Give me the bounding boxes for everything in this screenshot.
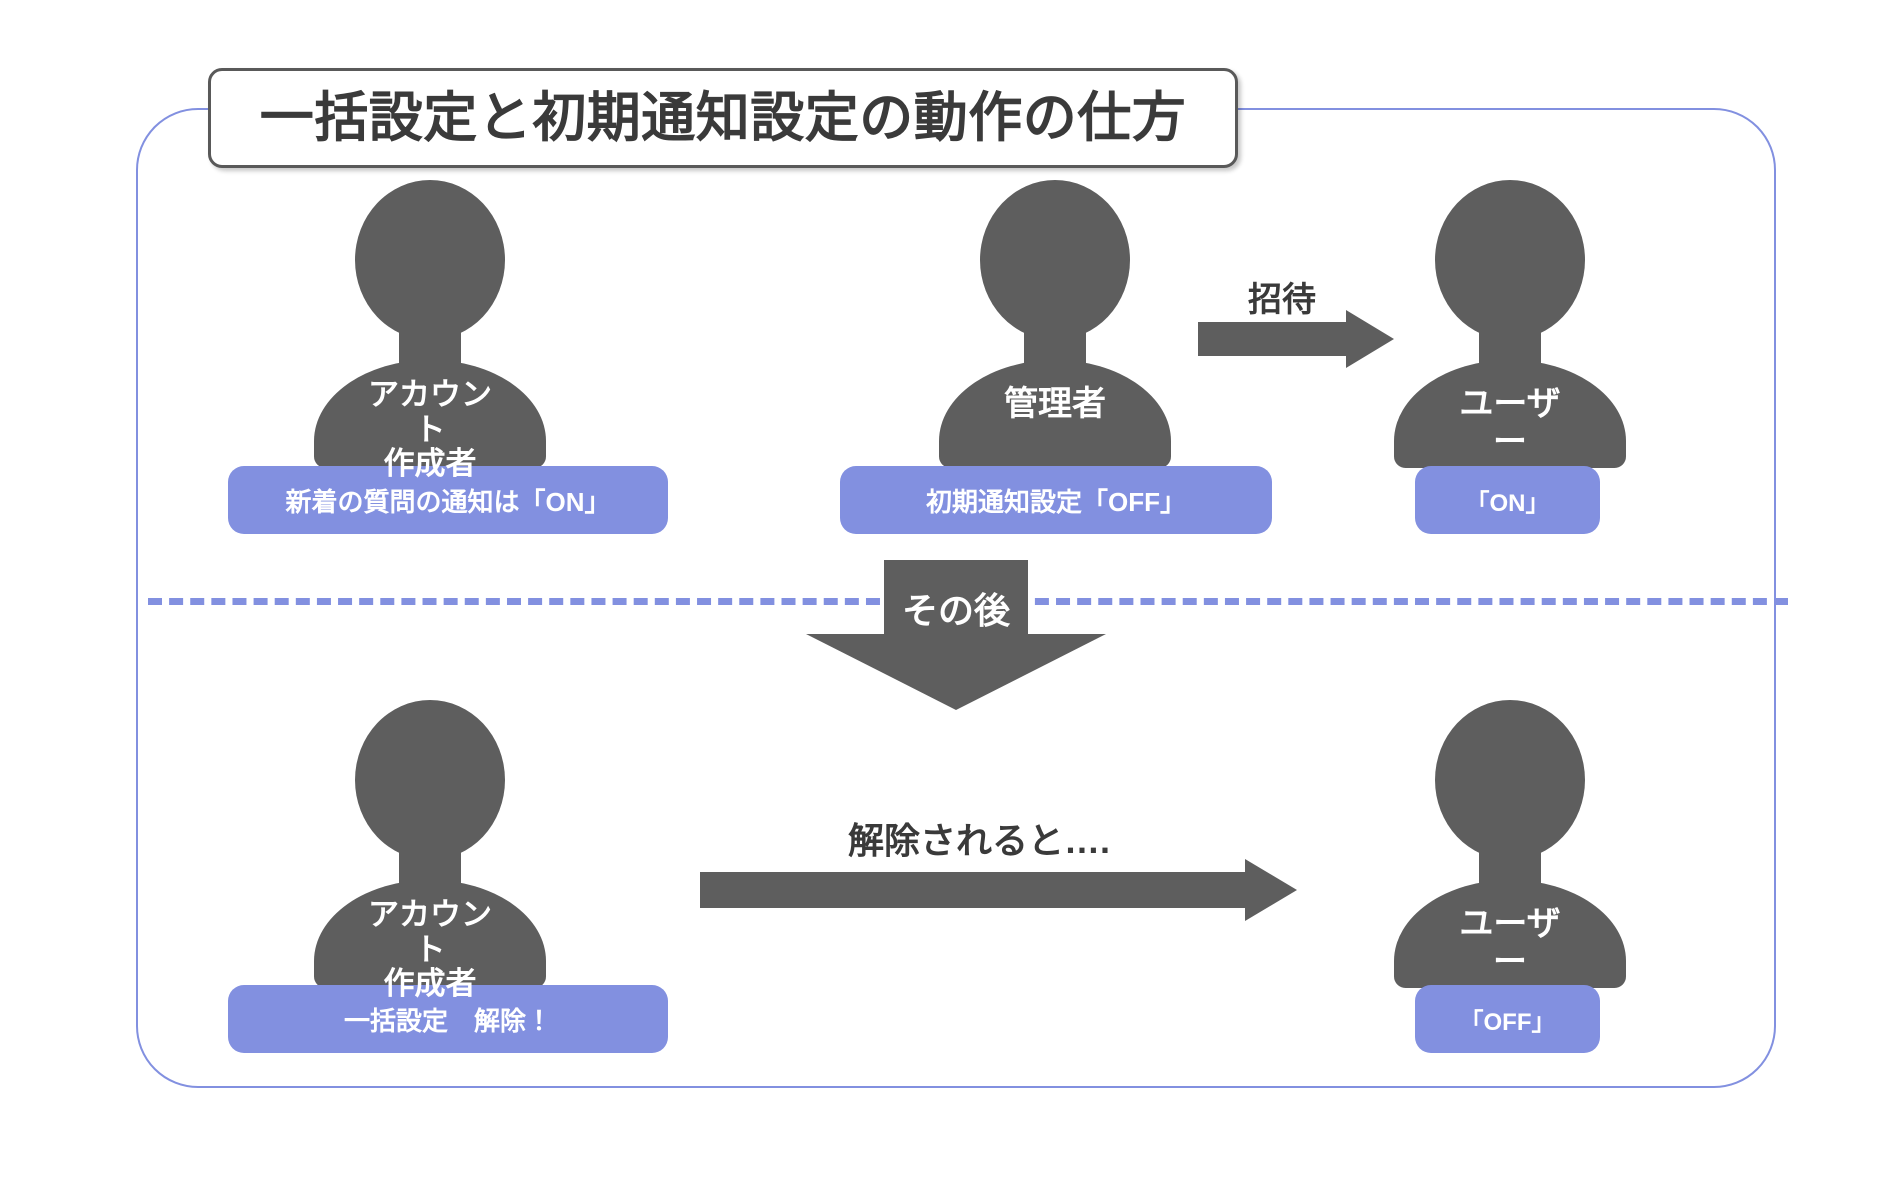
arrow-shaft [1198,322,1346,356]
released-arrow [700,859,1300,921]
transition-label: その後 [901,590,1010,631]
arrow-head-icon [1346,310,1394,368]
actor-label: ユーザー [1459,905,1561,982]
person-head-icon [1435,700,1585,860]
badge-bulk-setting-released: 一括設定 解除！ [228,985,668,1053]
actor-label: アカウント 作成者 [368,377,492,482]
actor-label: ユーザー [1459,385,1561,462]
arrow-head-icon [806,634,1106,710]
transition-down-arrow: その後 [806,560,1106,710]
actor-admin: 管理者 [925,180,1185,468]
actor-label: アカウント 作成者 [368,897,492,1002]
invite-arrow-caption: 招待 [1248,281,1316,319]
person-head-icon [980,180,1130,340]
actor-label: 管理者 [1004,385,1106,423]
person-head-icon [355,700,505,860]
badge-new-question-notify: 新着の質問の通知は「ON」 [228,466,668,534]
invite-arrow [1198,310,1394,368]
released-arrow-caption: 解除されると…. [848,820,1111,861]
badge-user-off: 「OFF」 [1415,985,1600,1053]
actor-user-top: ユーザー [1380,180,1640,468]
badge-initial-notify-setting: 初期通知設定「OFF」 [840,466,1272,534]
diagram-title-box: 一括設定と初期通知設定の動作の仕方 [208,68,1238,168]
arrow-shaft [700,872,1245,908]
arrow-head-icon [1245,859,1297,921]
badge-user-on: 「ON」 [1415,466,1600,534]
actor-user-bottom: ユーザー [1380,700,1640,988]
person-head-icon [355,180,505,340]
actor-account-creator-bottom: アカウント 作成者 [300,700,560,1001]
person-head-icon [1435,180,1585,340]
actor-account-creator-top: アカウント 作成者 [300,180,560,481]
page-title: 一括設定と初期通知設定の動作の仕方 [259,88,1187,148]
arrow-stem [884,560,1028,634]
